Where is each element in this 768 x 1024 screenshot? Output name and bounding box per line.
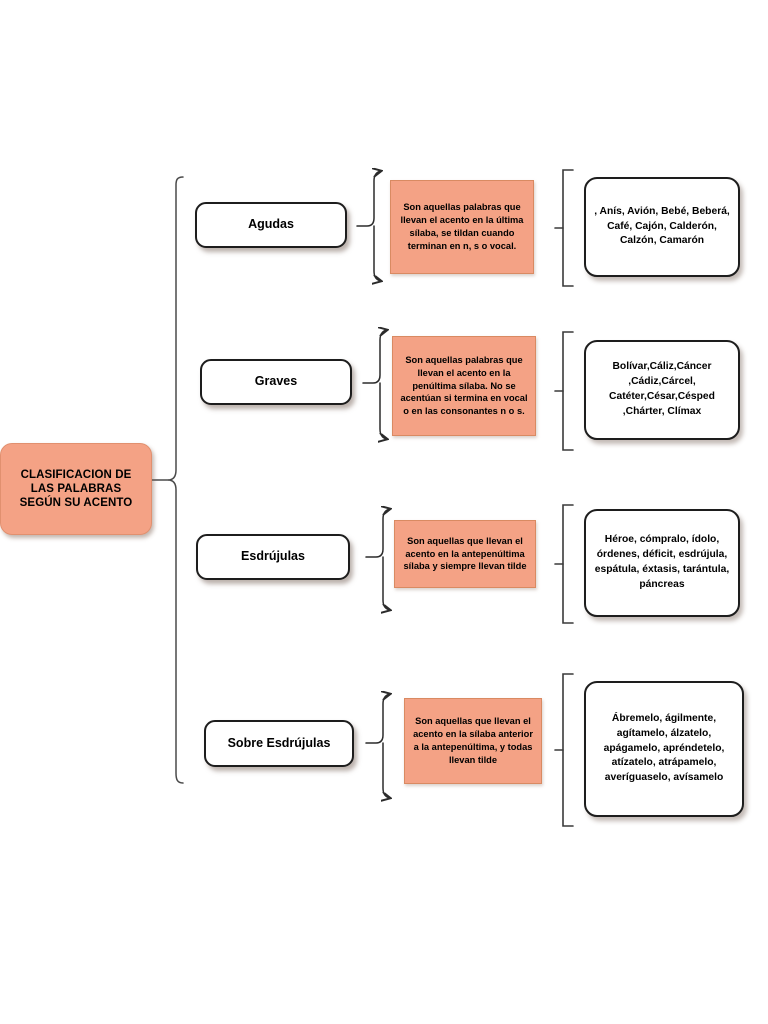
sobre-esdrujulas-examples-bracket-connector	[554, 673, 574, 827]
branch-label-sobre-esdrujulas[interactable]: Sobre Esdrújulas	[204, 720, 354, 767]
branch-examples-esdrujulas[interactable]: Héroe, cómpralo, ídolo, órdenes, déficit…	[584, 509, 740, 617]
branch-label-esdrujulas[interactable]: Esdrújulas	[196, 534, 350, 580]
root-node-classification[interactable]: CLASIFICACION DE LAS PALABRAS SEGÚN SU A…	[0, 443, 152, 535]
esdrujulas-examples-bracket-connector	[554, 504, 574, 624]
branch-examples-graves[interactable]: Bolívar,Cáliz,Cáncer ,Cádiz,Cárcel, Caté…	[584, 340, 740, 440]
branch-examples-graves-text: Bolívar,Cáliz,Cáncer ,Cádiz,Cárcel, Caté…	[609, 361, 715, 417]
branch-examples-agudas-text: , Anís, Avión, Bebé, Beberá, Café, Cajón…	[594, 205, 730, 247]
branch-label-agudas-text: Agudas	[248, 217, 294, 232]
branch-examples-agudas[interactable]: , Anís, Avión, Bebé, Beberá, Café, Cajón…	[584, 177, 740, 277]
branch-examples-esdrujulas-text: Héroe, cómpralo, ídolo, órdenes, déficit…	[594, 534, 730, 590]
branch-label-agudas[interactable]: Agudas	[195, 202, 347, 248]
branch-description-esdrujulas[interactable]: Son aquellas que llevan el acento en la …	[394, 520, 536, 588]
branch-examples-sobre-esdrujulas[interactable]: Ábremelo, ágilmente, agítamelo, álzatelo…	[584, 681, 744, 817]
root-node-line-2: LAS PALABRAS	[30, 482, 122, 495]
branch-description-sobre-esdrujulas[interactable]: Son aquellas que llevan el acento en la …	[404, 698, 542, 784]
branch-description-graves[interactable]: Son aquellas palabras que llevan el acen…	[392, 336, 536, 436]
agudas-examples-bracket-connector	[554, 169, 574, 287]
branch-description-sobre-esdrujulas-text: Son aquellas que llevan el acento en la …	[413, 716, 533, 765]
graves-examples-bracket-connector	[554, 331, 574, 451]
branch-description-esdrujulas-text: Son aquellas que llevan el acento en la …	[403, 535, 527, 572]
branch-examples-sobre-esdrujulas-text: Ábremelo, ágilmente, agítamelo, álzatelo…	[603, 712, 725, 784]
branch-label-esdrujulas-text: Esdrújulas	[241, 549, 305, 564]
root-node-line-3: SEGÚN SU ACENTO	[19, 497, 133, 509]
branch-description-agudas[interactable]: Son aquellas palabras que llevan el acen…	[390, 180, 534, 274]
branch-label-sobre-esdrujulas-text: Sobre Esdrújulas	[227, 735, 331, 750]
branch-description-agudas-text: Son aquellas palabras que llevan el acen…	[400, 202, 524, 251]
root-node-line-1: CLASIFICACION DE	[20, 468, 132, 481]
branch-description-graves-text: Son aquellas palabras que llevan el acen…	[400, 354, 528, 417]
branch-label-graves[interactable]: Graves	[200, 359, 352, 405]
branch-label-graves-text: Graves	[254, 374, 298, 389]
root-bracket-connector	[151, 176, 184, 784]
